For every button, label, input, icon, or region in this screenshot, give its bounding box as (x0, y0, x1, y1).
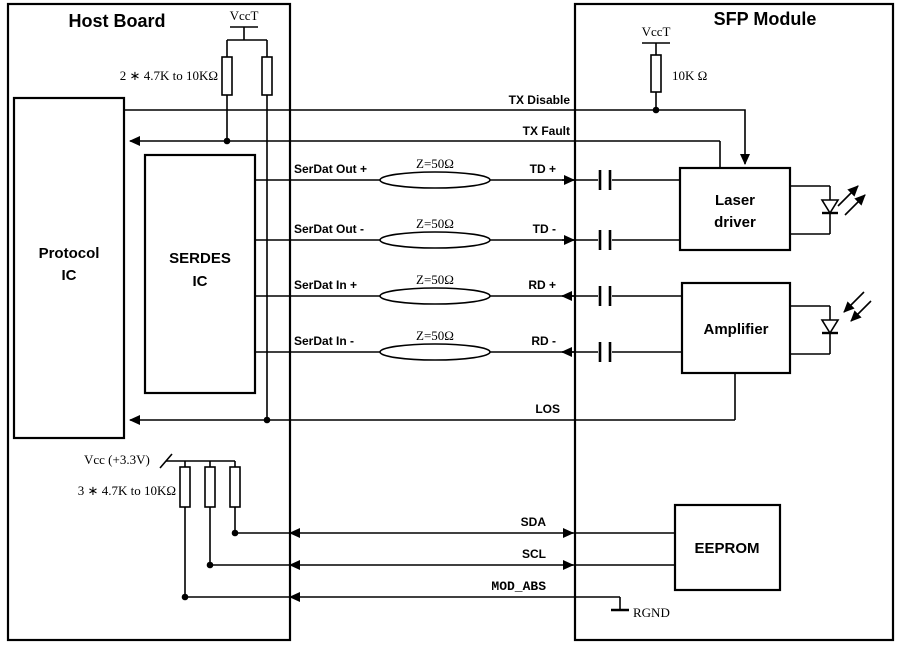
resistor-icon (650, 54, 662, 93)
amplifier-label: Amplifier (703, 321, 768, 338)
impedance-label: Z=50Ω (416, 272, 454, 287)
eeprom-label: EEPROM (694, 540, 759, 557)
sfp-module-box (573, 2, 895, 642)
signal-serdat-in-n: SerDat In - Z=50Ω RD - (255, 328, 682, 362)
host-vcc33-pullups: Vcc (+3.3V) 3 ∗ 4.7K to 10KΩ (78, 452, 241, 597)
light-out-arrow-icon (844, 194, 866, 216)
transmission-line-icon (379, 287, 491, 305)
transmission-line-icon (379, 343, 491, 361)
serdat-in-p-label: SerDat In + (294, 278, 357, 292)
transmission-line-icon (379, 171, 491, 189)
junction-dot-icon (652, 106, 660, 114)
bottom-pullup-label: 3 ∗ 4.7K to 10KΩ (78, 483, 176, 498)
light-out-arrow-icon (837, 185, 859, 207)
resistor-icon (204, 466, 216, 508)
serdat-out-n-label: SerDat Out - (294, 222, 364, 236)
signal-serdat-in-p: SerDat In + Z=50Ω RD + (255, 272, 682, 306)
resistor-icon (179, 466, 191, 508)
tx-fault-label: TX Fault (523, 124, 570, 138)
junction-dot-icon (181, 593, 189, 601)
junction-dots (181, 106, 660, 601)
scl-label: SCL (522, 547, 546, 561)
top-pullup-label: 2 ∗ 4.7K to 10KΩ (120, 68, 218, 83)
rd-n-label: RD - (531, 334, 556, 348)
laser-driver-box (678, 166, 792, 252)
signal-sda: SDA (235, 515, 675, 538)
vcct-rail-label: VccT (230, 8, 259, 23)
signal-tx-disable: TX Disable (124, 93, 750, 165)
laser-driver-label: driver (714, 214, 756, 231)
eeprom-box (673, 503, 782, 592)
signal-los: LOS (129, 373, 736, 425)
resistor-icon (261, 56, 273, 96)
junction-dot-icon (231, 529, 239, 537)
vcc33-rail-label: Vcc (+3.3V) (84, 452, 150, 467)
signal-serdat-out-p: SerDat Out + Z=50Ω TD + (255, 156, 680, 190)
light-in-arrow-icon (850, 300, 872, 322)
vcct-rail-label: VccT (642, 24, 671, 39)
diode-triangle-icon (820, 319, 840, 335)
signals: TX Disable TX Fault SerDat Out + Z=50Ω T… (124, 93, 750, 620)
diode-triangle-icon (820, 199, 840, 215)
host-board: Host Board Protocol IC SERDES IC VccT 2 … (6, 2, 292, 642)
sfp-module-title: SFP Module (714, 9, 817, 29)
td-p-label: TD + (530, 162, 556, 176)
los-label: LOS (535, 402, 560, 416)
junction-dot-icon (223, 137, 231, 145)
laser-driver-label: Laser (715, 192, 755, 209)
host-board-box (6, 2, 292, 642)
sfp-pullup-label: 10K Ω (672, 68, 707, 83)
host-vcct-pullups: VccT 2 ∗ 4.7K to 10KΩ (120, 8, 273, 420)
td-n-label: TD - (533, 222, 556, 236)
rd-p-label: RD + (528, 278, 556, 292)
signal-serdat-out-n: SerDat Out - Z=50Ω TD - (255, 216, 680, 250)
junction-dot-icon (263, 416, 271, 424)
host-board-title: Host Board (68, 11, 165, 31)
laser-driver: Laser driver (678, 166, 792, 252)
mod-abs-label: MOD_ABS (491, 579, 546, 594)
sfp-module: SFP Module VccT 10K Ω Laser driver Ampli… (573, 2, 895, 642)
resistor-icon (229, 466, 241, 508)
protocol-ic-label: Protocol (39, 245, 100, 262)
serdes-ic: SERDES IC (143, 153, 257, 395)
amplifier: Amplifier (680, 281, 792, 375)
signal-scl: SCL (210, 547, 675, 570)
serdat-in-n-label: SerDat In - (294, 334, 354, 348)
laser-diode-icon (790, 185, 866, 235)
impedance-label: Z=50Ω (416, 216, 454, 231)
sfp-vcct-pullup: VccT 10K Ω (642, 24, 707, 110)
impedance-label: Z=50Ω (416, 156, 454, 171)
rgnd-label: RGND (633, 605, 670, 620)
serdes-ic-box (143, 153, 257, 395)
junction-dot-icon (206, 561, 214, 569)
transmission-line-icon (379, 231, 491, 249)
serdat-out-p-label: SerDat Out + (294, 162, 367, 176)
serdes-ic-label: SERDES (169, 250, 231, 267)
protocol-ic-box (12, 96, 126, 440)
signal-mod-abs: MOD_ABS RGND (185, 579, 670, 620)
tx-disable-label: TX Disable (509, 93, 571, 107)
tx-disable-wire (124, 109, 750, 165)
resistor-icon (221, 56, 233, 96)
sda-label: SDA (521, 515, 547, 529)
protocol-ic-label: IC (62, 267, 77, 284)
serdes-ic-label: IC (193, 273, 208, 290)
light-in-arrow-icon (843, 291, 865, 313)
photodiode-icon (790, 291, 872, 355)
protocol-ic: Protocol IC (12, 96, 126, 440)
amplifier-box (680, 281, 792, 375)
eeprom: EEPROM (673, 503, 782, 592)
impedance-label: Z=50Ω (416, 328, 454, 343)
